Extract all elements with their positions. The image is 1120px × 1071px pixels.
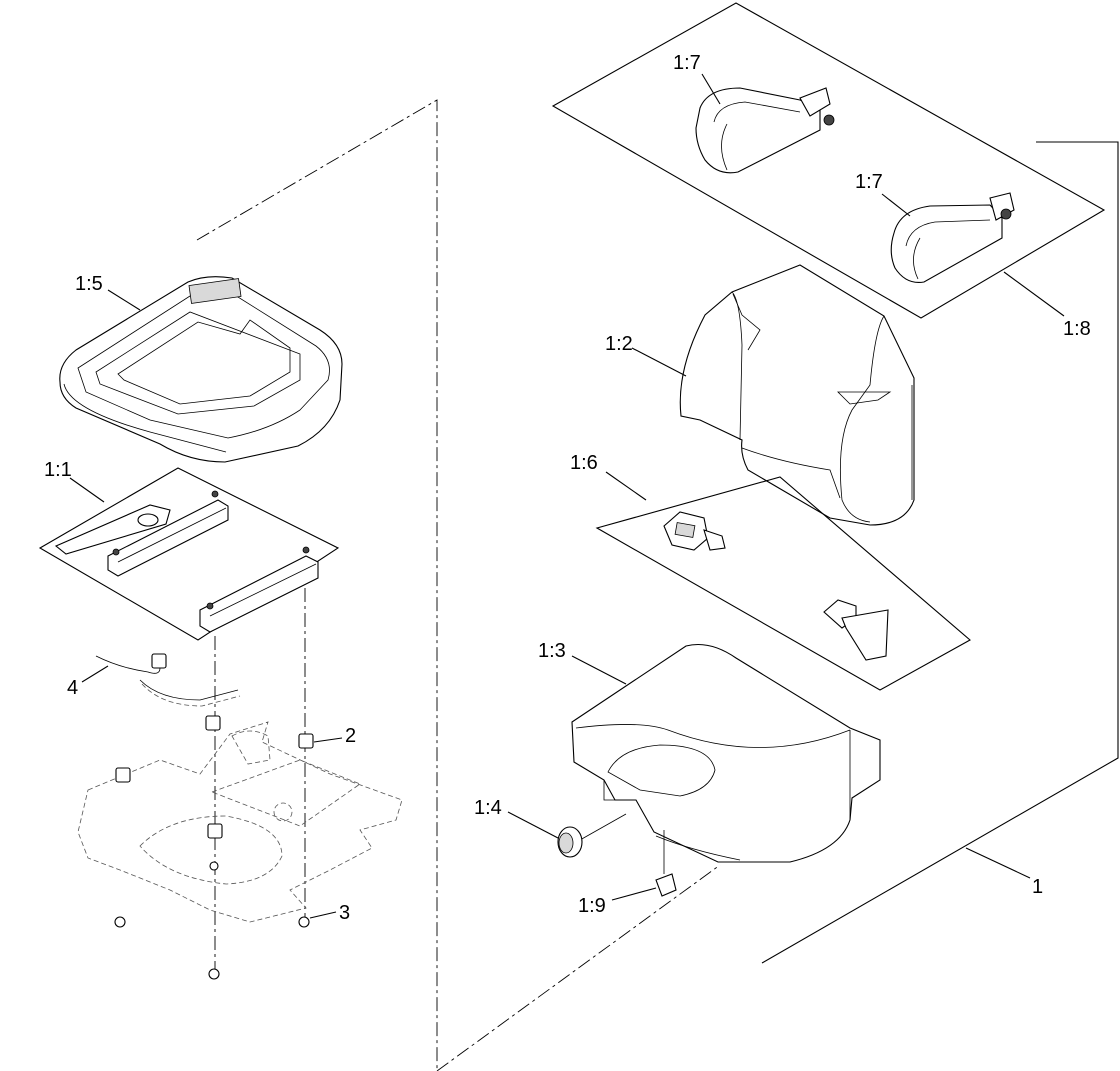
seatbelt-buckle	[663, 511, 726, 551]
callout-1-4: 1:4	[474, 797, 502, 819]
seat-base	[59, 276, 343, 463]
leader-lines	[69, 73, 1065, 919]
backrest	[679, 264, 915, 526]
rail-right	[199, 546, 319, 633]
callout-3: 3	[339, 902, 350, 924]
nuts	[114, 861, 310, 980]
rail-left	[107, 490, 229, 577]
alignment-lines	[214, 588, 306, 978]
callout-1-2: 1:2	[605, 333, 633, 355]
callout-1-8: 1:8	[1063, 318, 1091, 340]
armrest-left	[695, 87, 835, 174]
wire-harness	[95, 653, 241, 707]
callout-1-9: 1:9	[578, 895, 606, 917]
spacers	[115, 715, 314, 839]
callout-1-6: 1:6	[570, 452, 598, 474]
seatbelt-tongue	[823, 599, 889, 661]
adjustment-knob	[557, 813, 627, 858]
callout-1-5: 1:5	[75, 273, 103, 295]
mounting-plate	[77, 721, 403, 923]
slide-rail-panel	[38, 467, 340, 641]
callout-1-7-upper: 1:7	[673, 52, 701, 74]
seat-cushion	[571, 643, 881, 863]
armrest-panel	[551, 2, 1106, 319]
callout-2: 2	[345, 725, 356, 747]
callout-4: 4	[67, 677, 78, 699]
armrest-right	[890, 192, 1015, 283]
callout-1: 1	[1032, 876, 1043, 898]
callout-1-7-lower: 1:7	[855, 171, 883, 193]
seat-clip	[655, 830, 677, 897]
callout-1-1: 1:1	[44, 459, 72, 481]
seatbelt-panel	[595, 476, 971, 691]
callout-labels: 1:7 1:7 1:8 1:2 1:6 1:3 1:4 1:9 1 1:5 1:…	[44, 52, 1091, 924]
boundary-dashline	[196, 99, 721, 1071]
slide-lever	[54, 504, 171, 555]
callout-1-3: 1:3	[538, 640, 566, 662]
assembly-bracket	[761, 141, 1119, 964]
